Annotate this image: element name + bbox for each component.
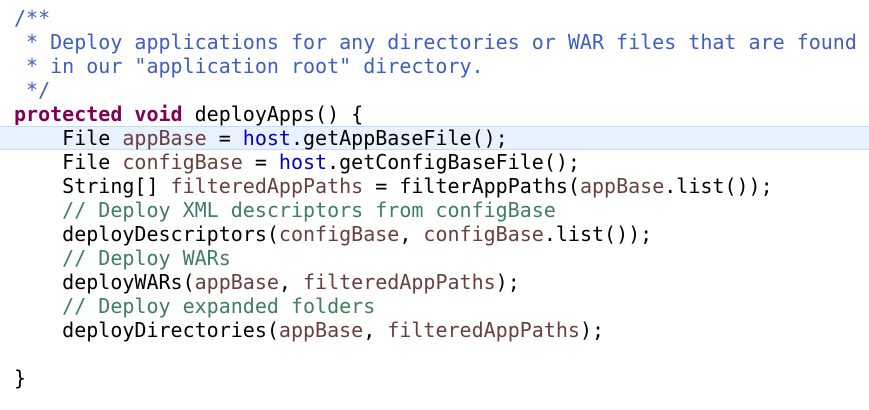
code-token-var: filteredAppPaths [387,318,580,342]
code-token-plain: File [14,150,123,174]
code-token-plain: = filterAppPaths( [363,174,580,198]
code-token-var: configBase [423,222,544,246]
code-line[interactable]: deployDirectories(appBase, filteredAppPa… [0,318,869,342]
code-token-plain: .getAppBaseFile(); [290,126,508,150]
code-line[interactable]: } [0,366,869,390]
code-token-plain: } [14,366,27,390]
comment-text: // Deploy WARs [14,246,231,270]
javadoc-text: */ [14,78,51,102]
javadoc-text: * Deploy applications for any directorie… [14,30,857,54]
code-token-var: configBase [278,222,400,246]
code-token-plain: .list()); [664,174,773,198]
code-token-plain: = [206,126,243,150]
code-line[interactable]: /** [0,6,869,30]
code-line[interactable]: // Deploy expanded folders [0,294,869,318]
code-line[interactable]: File configBase = host.getConfigBaseFile… [0,150,869,174]
code-line[interactable]: */ [0,78,869,102]
code-line[interactable]: deployDescriptors(configBase, configBase… [0,222,869,246]
code-token-var: appBase [122,126,207,150]
code-line[interactable] [0,342,869,366]
code-token-var: appBase [194,270,279,294]
code-line[interactable]: * in our "application root" directory. [0,54,869,78]
code-token-plain: deployApps() { [182,102,364,126]
code-token-plain: ); [579,318,605,342]
code-token-plain: deployWARs( [14,270,195,294]
code-line[interactable]: protected void deployApps() { [0,102,869,126]
javadoc-text: /** [14,6,51,30]
code-token-field: host [278,150,328,174]
code-token-keyword: void [134,102,183,126]
code-line[interactable]: // Deploy XML descriptors from configBas… [0,198,869,222]
code-token-var: appBase [278,318,364,342]
code-token-plain: deployDescriptors( [14,222,279,246]
code-token-keyword: protected [14,102,123,126]
code-token-plain: = [242,150,279,174]
code-line[interactable]: String[] filteredAppPaths = filterAppPat… [0,174,869,198]
comment-text: // Deploy XML descriptors from configBas… [14,198,556,222]
code-token-plain: ); [495,270,520,294]
code-token-var: filteredAppPaths [170,174,364,198]
code-token-plain [122,102,134,126]
code-line[interactable]: // Deploy WARs [0,246,869,270]
code-token-var: appBase [579,174,665,198]
code-token-plain: , [363,318,388,342]
code-line[interactable]: deployWARs(appBase, filteredAppPaths); [0,270,869,294]
code-token-var: filteredAppPaths [303,270,496,294]
code-token-plain: .getConfigBaseFile(); [327,150,580,174]
code-token-plain: , [399,222,424,246]
code-token-plain: String[] [14,174,171,198]
code-token-plain: , [278,270,304,294]
code-token-plain: .list()); [543,222,653,246]
javadoc-text: * in our "application root" directory. [14,54,484,78]
comment-text: // Deploy expanded folders [14,294,376,318]
code-token-plain: deployDirectories( [14,318,279,342]
code-line-current[interactable]: File appBase = host.getAppBaseFile(); [0,126,869,150]
code-token-field: host [242,126,291,150]
code-token-var: configBase [122,150,243,174]
code-line[interactable]: * Deploy applications for any directorie… [0,30,869,54]
code-token-plain: File [14,126,123,150]
